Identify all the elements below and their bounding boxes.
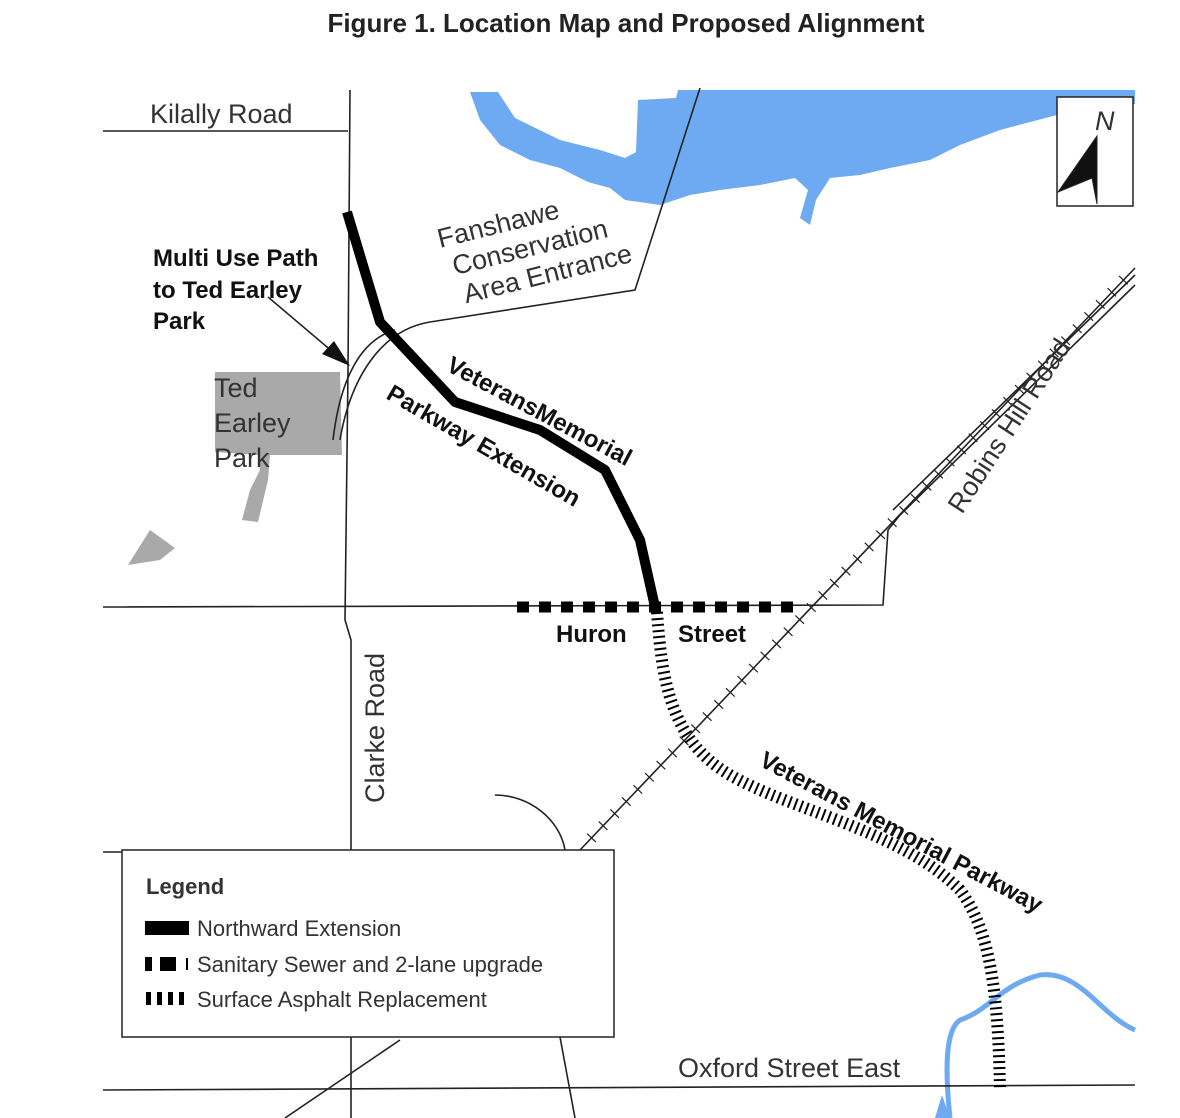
railway-tick [864,542,874,552]
legend-title: Legend [146,874,224,899]
multi-use-label-3: Park [153,308,206,335]
railway-tick [979,421,990,431]
railway-tick [702,712,712,722]
legend-hatch-symbol [146,992,184,1005]
river-patch [935,1095,950,1118]
fanshawe-lake [470,90,1135,225]
legend-item-3: Surface Asphalt Replacement [197,987,487,1012]
multi-use-label-1: Multi Use Path [153,245,318,272]
railway-tick [841,566,851,576]
oxford-street-label: Oxford Street East [678,1053,901,1083]
park-label-1: Ted [214,373,258,403]
railway-tick [1049,348,1059,358]
railway-tick [991,408,1002,419]
railway-tick [598,821,608,831]
park-label-3: Park [214,443,270,473]
northward-extension [342,210,660,609]
railway-tick [945,457,955,467]
railway-tick [875,530,886,540]
railway-tick [1037,360,1048,370]
oxford-street-road [102,1084,1136,1091]
railway-tick [771,639,782,649]
railway-tick [656,760,666,770]
park-label-2: Earley [214,408,291,438]
railway-tick [898,505,909,516]
railway-tick [794,615,805,625]
legend: Legend Northward Extension Sanitary Sewe… [121,849,615,1038]
railway-tick [852,554,863,564]
legend-dashed-symbol [145,957,188,971]
railway-south [559,1036,576,1118]
railway-tick [609,809,620,819]
railway-tick [956,445,967,455]
railway-tick [644,772,655,782]
railway-tick [1026,372,1036,382]
railway-tick [922,481,932,491]
railway-tick [679,736,689,746]
kilally-road-label: Kilally Road [150,99,293,129]
multi-use-path [332,329,396,441]
railway-tick [1107,287,1117,297]
street-label: Street [678,621,746,648]
railway-tick [633,784,643,794]
railway-tick [713,699,724,710]
robins-hill-road [892,274,1136,516]
clarke-road-label: Clarke Road [360,653,390,803]
figure-title: Figure 1. Location Map and Proposed Alig… [327,8,925,38]
railway-tick [748,663,759,673]
arrow-head-icon [322,341,350,366]
railway-tick [690,724,701,734]
railway-tick [1014,384,1025,394]
railway-tick [1003,396,1013,406]
railway-branch [284,794,566,1118]
railway-tick [887,518,897,528]
railway-tick [725,687,736,697]
legend-item-2: Sanitary Sewer and 2-lane upgrade [197,952,543,977]
railway-tick [968,433,978,443]
robins-hill-label: Robins Hill Road [942,333,1077,518]
legend-item-1: Northward Extension [197,916,401,941]
north-arrow-icon [1056,134,1098,205]
railway-tick [1083,311,1094,322]
railway-tick [806,602,817,613]
ted-earley-park [215,372,342,522]
railway-tick [586,833,597,843]
railway-tick [933,469,944,479]
huron-label: Huron [556,621,627,648]
railway-tick [737,675,747,685]
railway-tick [910,493,921,503]
railway-tick [1095,299,1106,309]
multi-use-label-2: to Ted Earley [153,277,303,304]
railway-tick [760,651,770,661]
thames-river [944,972,1137,1118]
legend-solid-symbol [145,921,189,935]
huron-street-road [102,514,901,608]
railway-tick [783,627,793,637]
park-fragment [128,530,175,565]
railway-tick [818,590,828,600]
vmp-extension-label-2: Parkway Extension [382,380,585,513]
railway-tick [621,796,632,807]
railway-tick [667,748,678,758]
railway-tick [829,578,840,588]
vmp-label: Veterans Memorial Parkway [755,746,1047,919]
north-label: N [1095,106,1115,136]
railway-tick [1060,336,1071,346]
railway-tick [1072,324,1082,334]
clarke-road [344,89,352,1118]
railway-tick [1118,275,1129,285]
fanshawe-entrance-road [339,87,701,441]
